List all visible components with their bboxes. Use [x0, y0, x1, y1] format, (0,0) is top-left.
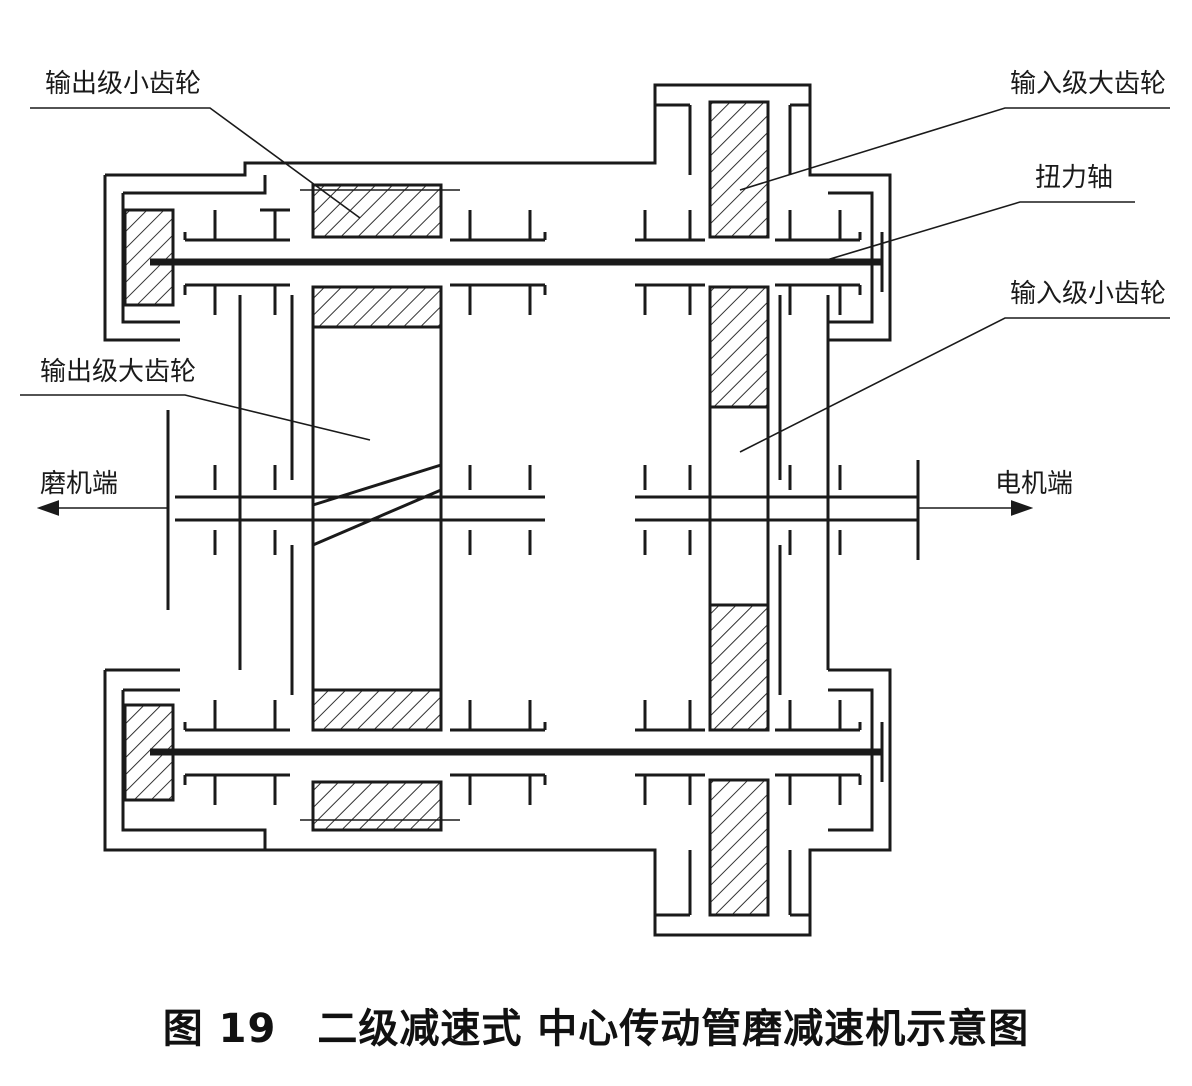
housing-inner — [121, 105, 874, 915]
figure-caption: 图 19 二级减速式 中心传动管磨减速机示意图 — [162, 1006, 1030, 1052]
label-mill-end: 磨机端 — [40, 469, 118, 499]
gearbox-schematic: 输出级小齿轮 输入级大齿轮 扭力轴 输入级小齿轮 输出级大齿轮 磨机端 电机端 — [20, 69, 1170, 937]
bearing-brackets — [183, 208, 862, 805]
housing-walls — [166, 295, 830, 695]
coupling-block-top — [123, 208, 175, 307]
label-output-small-gear: 输出级小齿轮 — [45, 69, 201, 99]
label-input-large-gear: 输入级大齿轮 — [1010, 69, 1166, 99]
label-motor-end: 电机端 — [995, 469, 1073, 499]
leader-lines — [20, 107, 1170, 453]
input-gear-assembly — [708, 100, 770, 917]
output-gear-assembly — [300, 183, 460, 832]
label-torsion-shaft: 扭力轴 — [1035, 163, 1113, 193]
housing-outer — [103, 83, 892, 937]
label-output-large-gear: 输出级大齿轮 — [40, 357, 196, 387]
label-input-small-gear: 输入级小齿轮 — [1010, 279, 1166, 309]
center-shaft — [175, 460, 920, 560]
